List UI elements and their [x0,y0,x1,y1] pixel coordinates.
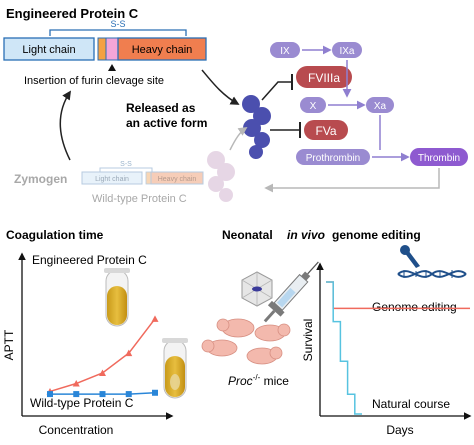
neonatal-title-part2: genome editing [332,228,421,242]
fva-node [304,120,348,140]
fviiia-node [296,66,352,88]
small-heavy-chain-label: Heavy chain [158,176,197,183]
syringe-icon [263,261,319,323]
small-ss-label: S-S [120,161,132,168]
light-chain-label: Light chain [22,44,75,56]
small-propeptide [145,171,152,185]
proc-mice-label: Proc-/- mice [228,373,289,388]
survival-plot-area [326,281,470,415]
factor-ixa-label: IXa [339,46,354,57]
small-light-chain-label: Light chain [95,176,129,183]
fviiia-label: FVIIIa [308,71,340,85]
factor-x-label: X [310,101,317,112]
coagulation-plot-area [46,315,159,398]
proc-genotype-label: -/- [253,373,261,382]
prothrombin-label: Prothrombin [306,153,360,164]
factor-ix-node [270,42,300,58]
survival-curve-1 [326,281,362,415]
furin-site-insert [105,37,119,61]
released-label-line1: Released as [126,101,196,115]
liquid-tube-icon [162,338,188,399]
active-protein-c-icon [242,95,271,159]
neonatal-title-part1: Neonatal [222,228,273,242]
small-ss-bracket [99,167,153,172]
engineered-series-label: Engineered Protein C [32,253,147,267]
heavy-chain-box [117,37,207,61]
mice-word-label: mice [260,374,289,388]
zymogen-label: Zymogen [14,172,67,186]
factor-ix-label: IX [280,46,290,57]
release-arrow [201,69,240,105]
engineered-data-point [125,349,133,357]
ss-bond-label: S-S [110,19,125,29]
prothrombin-node [296,149,370,165]
furin-site-pointer [108,64,116,71]
engineered-data-point [72,380,80,387]
engineered-protein-c-title: Engineered Protein C [6,6,139,21]
engineered-data-point [151,315,159,322]
y-axis-label: APTT [2,329,16,360]
proc-gene-label: Proc [228,374,253,388]
small-light-chain-box [81,171,143,185]
thrombin-label: Thrombin [418,153,460,164]
wildtype-protein-c-label: Wild-type Protein C [92,193,187,205]
aav-capsid-icon [241,271,273,307]
factor-ixa-node [332,42,362,58]
fva-label: FVa [315,124,336,138]
heavy-chain-propeptide [97,37,107,61]
coagulation-time-title: Coagulation time [6,228,104,242]
disulfide-bond-bracket [49,29,187,36]
factor-xa-node [366,97,394,113]
engineering-arrow [59,90,71,161]
light-chain-box [3,37,95,61]
neonatal-title-italic: in vivo [287,228,325,242]
factor-xa-label: Xa [374,101,387,112]
engineered-data-point [99,369,106,376]
released-label-line2: an active form [126,116,207,130]
wildtype-data-point [47,391,53,398]
coagulation-axes [18,252,174,420]
series-line-0 [49,318,156,393]
factor-x-node [300,97,326,113]
survival-y-label: Survival [301,319,315,362]
inhibit-fviiia-line [261,81,292,101]
heavy-chain-label: Heavy chain [132,44,193,56]
genome-editing-label: Genome editing [372,300,457,314]
x-axis-label: Concentration [39,423,114,437]
dna-editing-icon [397,245,467,278]
activation-gray-arrow [229,127,248,151]
wildtype-series-label: Wild-type Protein C [30,396,134,410]
wildtype-data-point [73,391,80,398]
clotted-tube-icon [104,268,130,327]
small-heavy-chain-box [150,171,204,185]
furin-caption: Insertion of furin clevage site [24,75,164,87]
wildtype-data-point [152,389,158,396]
thrombin-feedback-arrow [264,168,440,193]
wildtype-data-point [99,391,106,398]
natural-course-label: Natural course [372,397,450,411]
days-x-label: Days [386,423,413,437]
neonatal-mice-icon [201,318,291,365]
wildtype-data-point [125,391,132,398]
zymogen-protein-c-icon [207,151,235,202]
thrombin-node [410,148,468,166]
